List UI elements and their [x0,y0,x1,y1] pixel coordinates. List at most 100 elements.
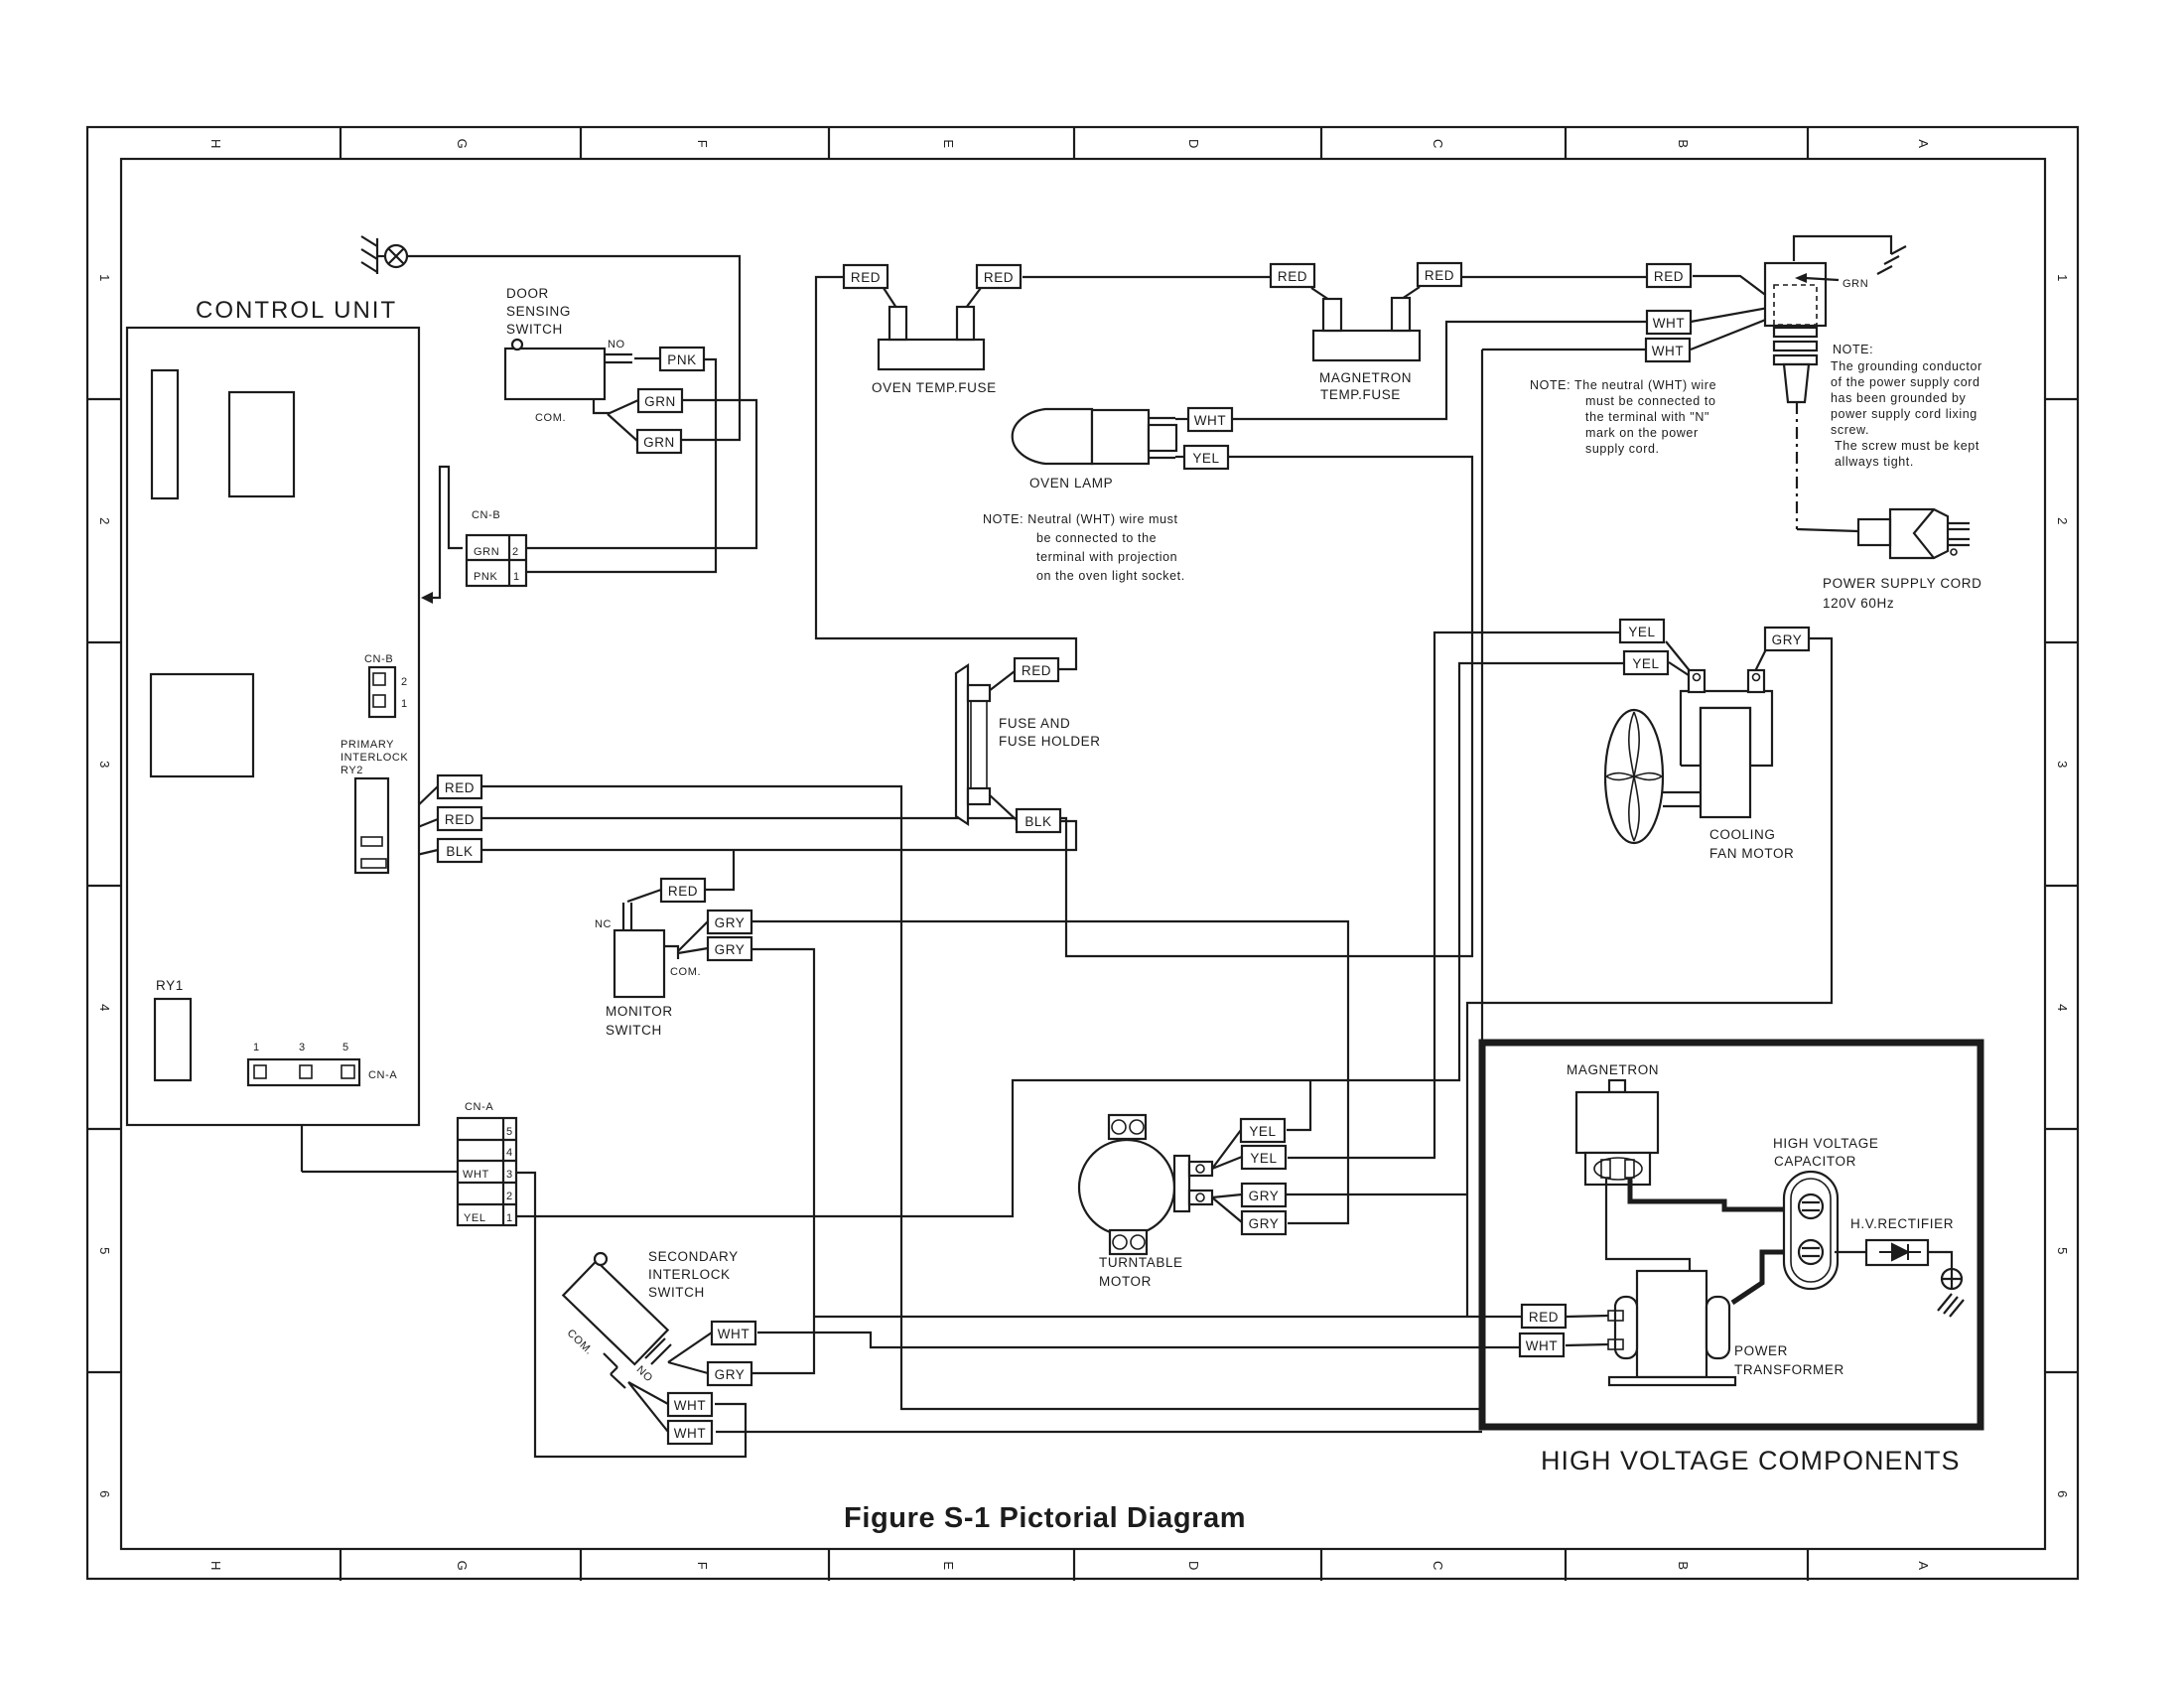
slant-holder-red [988,670,1016,692]
wire-label-p26: GRY [1240,1209,1288,1236]
svg-text:YEL: YEL [1250,1151,1277,1166]
svg-text:YEL: YEL [1628,625,1655,639]
oven-fuse-terminal-left [887,305,908,342]
ground-note-6: The screw must be kept [1835,439,1979,453]
cord-clamp-box [1763,261,1828,328]
wire-label-p12: RED [436,773,483,800]
holder-plate [954,662,970,827]
wire-fan-yel2 [1310,661,1624,1082]
svg-text:4: 4 [97,1004,112,1012]
svg-text:RED: RED [984,270,1014,285]
transformer-stub2 [1607,1338,1624,1350]
wire-label-p24: YEL [1240,1144,1288,1171]
wire-whtg-cord [1690,317,1769,351]
wire-red-transformer [1566,1314,1609,1319]
arrowhead-grn [1795,273,1807,283]
hv-box [1478,1039,1984,1431]
wire-label-p1: GRN [636,387,684,414]
wire-label-p0: PNK [658,346,706,372]
wire-label-p25: GRY [1240,1182,1288,1208]
wire-label-p11: YEL [1182,444,1230,471]
svg-text:C: C [1431,1561,1445,1571]
svg-text:F: F [695,1562,710,1571]
ground-note-4: power supply cord lixing [1831,407,1978,421]
svg-text:YEL: YEL [1632,656,1659,671]
cord-grn-label: GRN [1843,278,1868,290]
door-com-bracket [592,400,610,415]
door-sensing-switch: DOOR SENSING SWITCH NO COM. [503,286,632,424]
svg-text:BLK: BLK [1024,814,1051,829]
power-cord-rating: 120V 60Hz [1823,596,1894,611]
wire-label-p4: RED [975,263,1023,290]
high-voltage-section: HIGH VOLTAGE COMPONENTS MAGNETRON HIGH V… [1478,1039,1984,1475]
turntable-body [1077,1138,1176,1237]
door-switch-line2: SENSING [506,304,571,319]
svg-text:RED: RED [668,884,698,899]
holder-fuse [970,700,988,789]
transformer-base [1607,1375,1737,1387]
hv-caption: HIGH VOLTAGE COMPONENTS [1541,1446,1961,1475]
wire-label-p23: YEL [1239,1117,1287,1144]
border-ticks [87,127,2078,1581]
ry2-terminal-2 [360,858,387,869]
wire-pnk-to-cnb [527,357,718,574]
ground-note-2: of the power supply cord [1831,375,1980,389]
interlock-no-terminal [644,1337,672,1365]
wire-label-p20: YEL [1618,618,1666,644]
cooling-fan-motor: COOLING FAN MOTOR [1603,668,1794,861]
power-cord-label: POWER SUPPLY CORD [1823,576,1981,591]
monitor-switch-body [613,928,666,999]
hv-wire-mag-cap [1627,1178,1799,1212]
svg-text:RED: RED [445,780,475,795]
power-cord: GRN POWER SUPPLY CORD 120V 60Hz NOTE: Th… [1763,234,1981,611]
door-switch-plunger [510,338,524,351]
svg-text:RED: RED [1022,663,1051,678]
wire-red1-loop [481,784,1482,1411]
turntable-line1: TURNTABLE [1099,1255,1183,1270]
wire-cna-yel [516,1078,1310,1218]
ground-note-5: screw. [1831,423,1869,437]
wire-red-to-cord [1693,274,1769,298]
board-component-1 [150,368,180,500]
cna-board-pin5 [341,1064,355,1079]
slant-red-a [883,287,897,309]
ry1-label: RY1 [156,978,184,993]
capacitor-body [1782,1170,1840,1291]
svg-text:WHT: WHT [674,1398,707,1413]
lamp-terminals [1149,416,1175,460]
transformer-bobbin-left [1613,1295,1639,1360]
wire-blk-bus [481,819,1078,852]
strain-rib-3 [1772,353,1819,366]
wire-grn-to-cnb [527,398,758,550]
wire-wht-transformer [1565,1342,1609,1347]
svg-text:GRY: GRY [1772,632,1803,647]
cna-block-box [456,1116,518,1227]
door-switch-no-terminal [605,352,632,364]
wire-lamp-wht [1233,320,1647,421]
wire-label-p2: GRN [635,428,683,455]
ry2-relay [353,776,390,875]
door-switch-body [503,347,607,401]
mag-fuse-body [1311,329,1422,362]
svg-text:F: F [695,140,710,149]
monitor-line1: MONITOR [606,1004,673,1019]
slant-com-grn1 [607,398,639,416]
svg-text:GRN: GRN [644,394,676,409]
transformer-line2: TRANSFORMER [1734,1362,1844,1377]
wire-gry2-interlock [750,947,816,1375]
wire-label-p30: WHT [666,1419,714,1446]
oven-temp-fuse: OVEN TEMP.FUSE [872,305,996,395]
fuse-holder: FUSE AND FUSE HOLDER [954,662,1100,827]
fuse-holder-line1: FUSE AND [999,716,1070,731]
transformer-line1: POWER [1734,1343,1788,1358]
slant-monitor-gry2 [677,946,709,955]
border-column-letters-bottom: H G F E D C B A [208,1561,1931,1572]
figure-caption: Figure S-1 Pictorial Diagram [844,1502,1246,1534]
wire-label-p10: WHT [1186,406,1234,433]
svg-text:2: 2 [97,517,112,525]
oven-fuse-terminal-right [955,305,976,342]
oven-lamp-label: OVEN LAMP [1029,476,1113,491]
interlock-plunger [593,1251,609,1267]
turntable-lug2 [1187,1189,1214,1206]
cna-block-pin2: 2 [506,1191,513,1202]
